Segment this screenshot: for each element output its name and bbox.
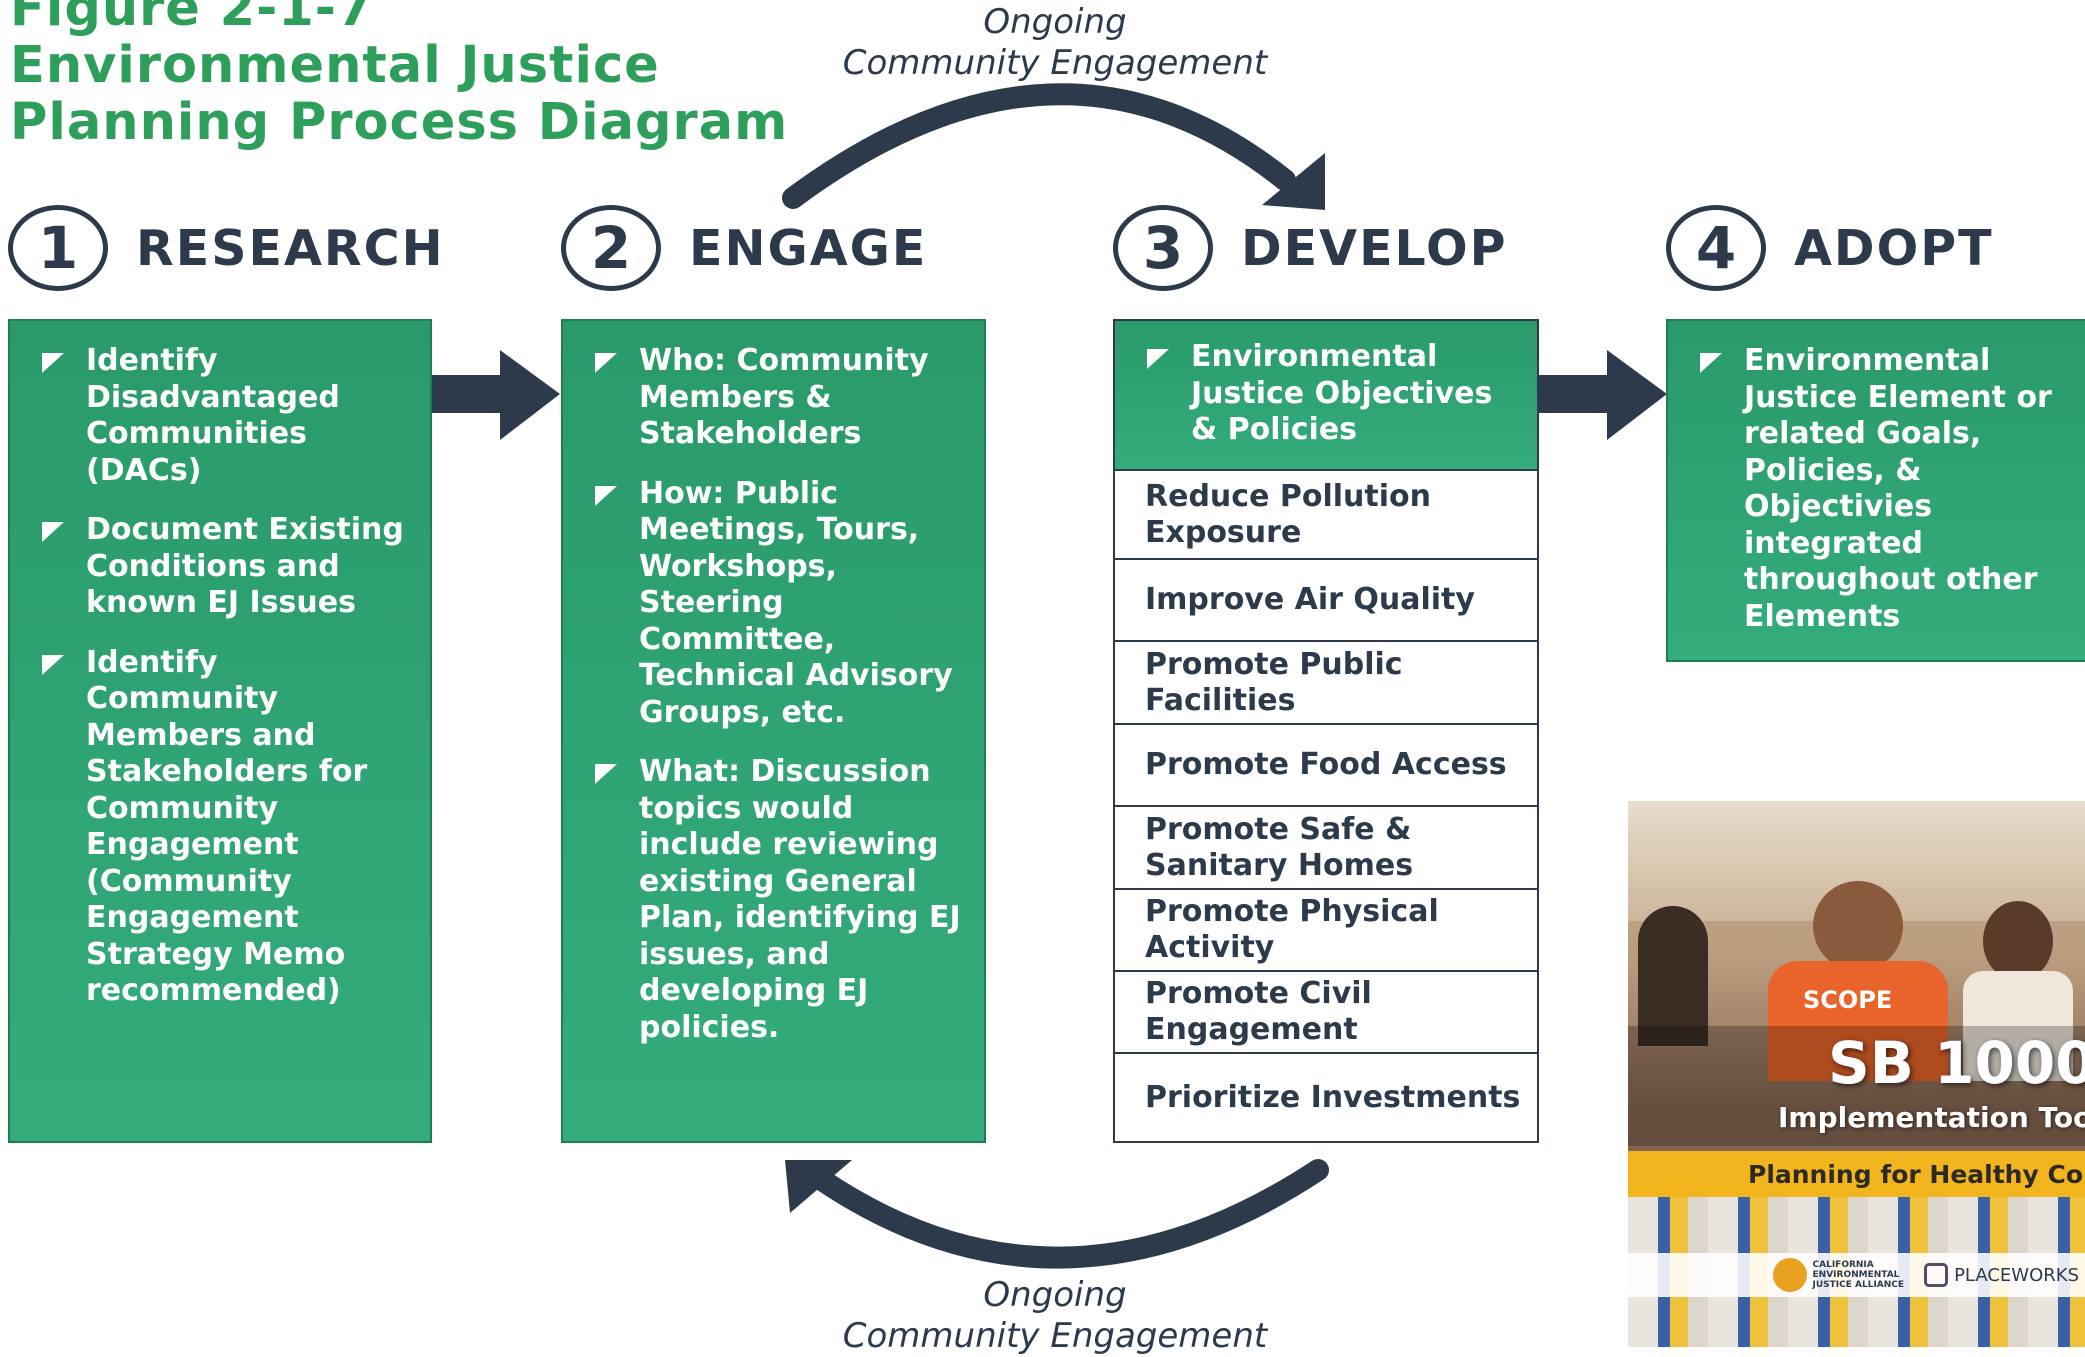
curved-arrow-top: [782, 83, 1296, 209]
engage-box: Who: Community Members & Stakeholders Ho…: [561, 319, 986, 1143]
figure-title-line-2: Planning Process Diagram: [10, 93, 789, 152]
objective-row: Promote Public Facilities: [1115, 642, 1537, 725]
adopt-box: Environmental Justice Element or related…: [1666, 319, 2085, 662]
engage-bullet: Who: Community Members & Stakeholders: [595, 343, 974, 453]
cover-subtitle: Implementation Toolkit: [1778, 1101, 2085, 1134]
objective-row: Reduce Pollution Exposure: [1115, 471, 1537, 560]
objective-row: Improve Air Quality: [1115, 560, 1537, 642]
engage-bullets: Who: Community Members & Stakeholders Ho…: [563, 321, 984, 1046]
curved-arrow-bottom: [811, 1159, 1329, 1269]
bullet-flag-icon: [42, 353, 64, 373]
step-header-engage: 2 ENGAGE: [561, 198, 927, 298]
develop-header-bullet: Environmental Justice Objectives & Polic…: [1147, 339, 1527, 449]
bullet-flag-icon: [42, 522, 64, 542]
step-number-3: 3: [1113, 205, 1213, 291]
curved-arrow-top-head: [1262, 153, 1325, 210]
objective-row: Promote Food Access: [1115, 725, 1537, 807]
research-bullet: Identify Disadvantaged Communities (DACs…: [42, 343, 420, 489]
step-name-engage: ENGAGE: [689, 219, 928, 277]
engage-bullet: What: Discussion topics would include re…: [595, 754, 974, 1046]
bullet-flag-icon: [595, 353, 617, 373]
bullet-flag-icon: [595, 764, 617, 784]
bullet-flag-icon: [1700, 353, 1722, 373]
cover-person: [1638, 906, 1708, 1046]
step-number-4: 4: [1666, 205, 1766, 291]
figure-title: Figure 2-1-7 Environmental Justice Plann…: [10, 0, 788, 151]
develop-header-bullets: Environmental Justice Objectives & Polic…: [1115, 321, 1537, 449]
cover-logos: CALIFORNIA ENVIRONMENTAL JUSTICE ALLIANC…: [1628, 1253, 2085, 1297]
cover-shirt-text: SCOPE: [1803, 986, 1893, 1014]
bullet-flag-icon: [1147, 349, 1169, 369]
ceja-logo-icon: [1772, 1258, 1807, 1292]
ongoing-engagement-label-bottom: Ongoing Community Engagement: [795, 1275, 1315, 1357]
step-number-2: 2: [561, 205, 661, 291]
engage-bullet: How: Public Meetings, Tours, Workshops, …: [595, 476, 974, 732]
research-bullets: Identify Disadvantaged Communities (DACs…: [10, 321, 430, 1010]
sb1000-toolkit-cover: SCOPE SB 1000 Implementation Toolkit Pla…: [1628, 801, 2085, 1347]
cover-person-head: [1813, 881, 1903, 971]
cover-person-shirt: [1963, 971, 2073, 1081]
bullet-flag-icon: [42, 654, 64, 675]
cover-band: Planning for Healthy Communities: [1628, 1151, 2085, 1197]
step-header-adopt: 4 ADOPT: [1666, 198, 1994, 298]
ceja-logo: CALIFORNIA ENVIRONMENTAL JUSTICE ALLIANC…: [1772, 1258, 1904, 1292]
objective-row: Prioritize Investments: [1145, 1079, 1521, 1115]
placeworks-logo-icon: [1924, 1263, 1949, 1287]
arrow-research-to-engage: [430, 350, 560, 440]
cover-title-overlay: [1628, 1026, 2085, 1146]
arrow-develop-to-adopt: [1538, 350, 1667, 440]
step-header-develop: 3 DEVELOP: [1113, 198, 1508, 298]
ongoing-label-top-line2: Community Engagement: [842, 43, 1268, 83]
step-header-research: 1 RESEARCH: [8, 198, 445, 298]
adopt-bullet: Environmental Justice Element or related…: [1700, 343, 2075, 635]
figure-number: Figure 2-1-7: [10, 0, 374, 38]
research-box: Identify Disadvantaged Communities (DACs…: [8, 319, 432, 1143]
cover-title: SB 1000: [1828, 1029, 2085, 1097]
develop-header: Environmental Justice Objectives & Polic…: [1115, 321, 1537, 471]
bullet-flag-icon: [595, 485, 617, 506]
ongoing-label-bottom-line1: Ongoing: [983, 1275, 1127, 1315]
cover-person-head: [1983, 901, 2053, 981]
objective-row: Promote Safe & Sanitary Homes: [1115, 807, 1537, 890]
objective-row: Promote Civil Engagement: [1115, 972, 1537, 1054]
ongoing-label-bottom-line2: Community Engagement: [842, 1316, 1268, 1356]
ongoing-label-top-line1: Ongoing: [983, 2, 1127, 42]
step-name-research: RESEARCH: [136, 219, 445, 277]
research-bullet: Identify Community Members and Stakehold…: [42, 645, 420, 1010]
step-number-1: 1: [8, 205, 108, 291]
figure-title-line-1: Environmental Justice: [10, 36, 660, 95]
step-name-develop: DEVELOP: [1241, 219, 1508, 277]
step-name-adopt: ADOPT: [1794, 219, 1994, 277]
adopt-bullets: Environmental Justice Element or related…: [1668, 321, 2085, 635]
placeworks-logo: PLACEWORKS: [1924, 1263, 2079, 1287]
research-bullet: Document Existing Conditions and known E…: [42, 512, 420, 622]
develop-box: Environmental Justice Objectives & Polic…: [1113, 319, 1539, 1143]
curved-arrow-bottom-head: [785, 1160, 852, 1213]
objective-row: Promote Physical Activity: [1115, 890, 1537, 972]
cover-person-shirt: [1768, 961, 1948, 1081]
ongoing-engagement-label-top: Ongoing Community Engagement: [795, 2, 1315, 84]
